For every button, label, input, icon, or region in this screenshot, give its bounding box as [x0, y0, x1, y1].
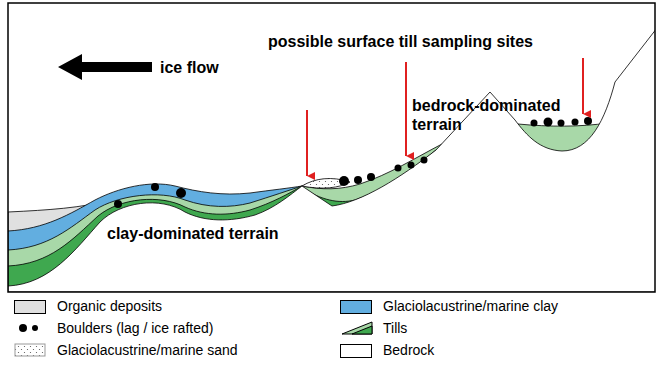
legend-swatch — [340, 344, 372, 358]
legend-text: Bedrock — [383, 342, 434, 358]
terrain-label: bedrock-dominated terrain — [412, 96, 562, 134]
legend-sample — [14, 342, 48, 358]
legend-text: Boulders (lag / ice rafted) — [57, 320, 213, 336]
legend-sample — [340, 320, 374, 336]
legend-swatch — [340, 300, 372, 314]
legend-text: Glaciolacustrine/marine sand — [57, 342, 238, 358]
legend-text: Organic deposits — [57, 298, 162, 314]
legend-sample — [14, 320, 48, 336]
legend-text: Glaciolacustrine/marine clay — [383, 298, 558, 314]
legend-text: Tills — [383, 320, 407, 336]
terrain-label: clay-dominated terrain — [107, 224, 279, 243]
legend-swatch — [14, 300, 46, 314]
flow-label: ice flow — [160, 58, 219, 77]
sampling-label: possible surface till sampling sites — [268, 32, 533, 51]
